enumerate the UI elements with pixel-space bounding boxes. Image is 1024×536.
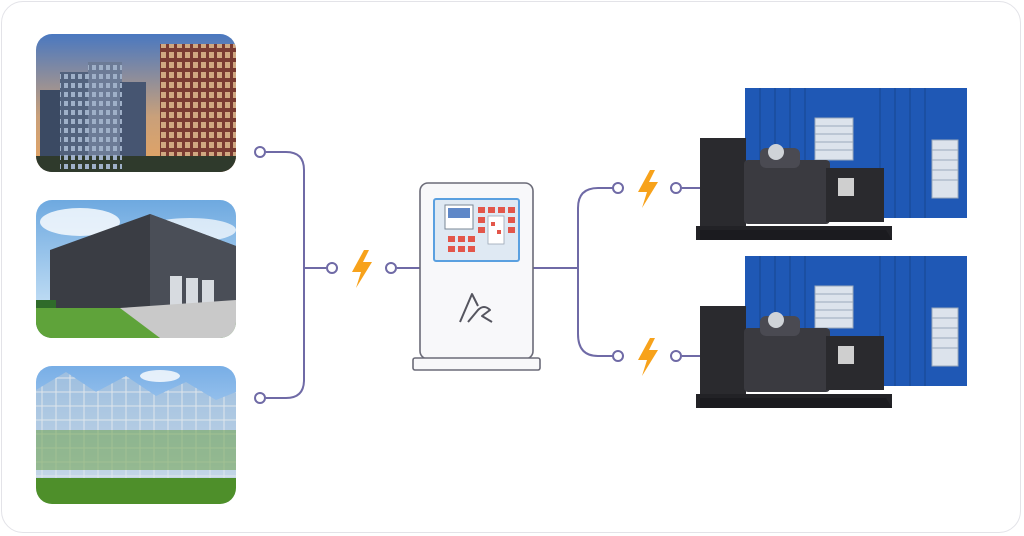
greenhouse-image (36, 366, 236, 504)
generator-set-top (696, 88, 967, 240)
lightning-bolt-icon (352, 250, 372, 288)
generator-set-bottom (695, 255, 968, 409)
output-bus-lines (533, 187, 700, 357)
controller-logo-icon (459, 293, 493, 323)
connector-node (254, 146, 397, 404)
lightning-bolt-icon (638, 338, 658, 376)
input-bus-lines (266, 151, 420, 399)
industrial-warehouse-image (36, 200, 236, 338)
connector-node (612, 182, 682, 362)
controller-panel (433, 198, 520, 262)
lightning-bolt-icon (638, 170, 658, 208)
